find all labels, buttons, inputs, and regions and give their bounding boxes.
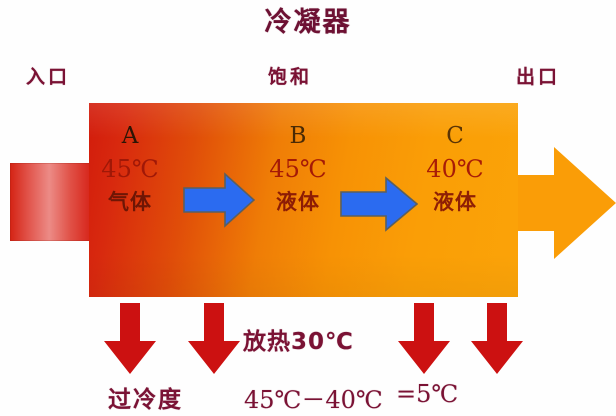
- outlet-label: 出口: [516, 66, 561, 88]
- stage-a-phase: 气体: [108, 190, 152, 214]
- stage-c-letter: C: [446, 123, 464, 149]
- stage-a: A 45℃ 气体: [82, 125, 178, 213]
- heat-arrow-down-icon-1: [103, 303, 157, 375]
- stage-b: B 45℃ 液体: [250, 125, 346, 213]
- condenser-body: [89, 103, 518, 297]
- stage-a-letter: A: [121, 123, 139, 149]
- stage-b-letter: B: [289, 123, 307, 149]
- heat-arrow-down-icon-3: [397, 303, 451, 375]
- subcooling-label: 过冷度: [108, 387, 183, 413]
- saturated-label: 饱和: [268, 66, 313, 88]
- page-title: 冷凝器: [264, 7, 352, 38]
- stage-c: C 40℃ 液体: [407, 125, 503, 213]
- stage-b-temperature: 45℃: [269, 155, 327, 183]
- heat-arrow-down-icon-4: [470, 303, 524, 375]
- inlet-pipe: [10, 163, 92, 241]
- stage-c-temperature: 40℃: [426, 155, 484, 183]
- stage-c-phase: 液体: [433, 190, 477, 214]
- heat-arrow-down-icon-2: [187, 303, 241, 375]
- flow-arrow-right-icon-2: [340, 176, 419, 232]
- inlet-label: 入口: [26, 66, 71, 88]
- subcooling-result: =5℃: [396, 380, 459, 408]
- outlet-arrow-icon: [496, 143, 616, 263]
- flow-arrow-right-icon-1: [183, 172, 256, 228]
- stage-a-temperature: 45℃: [101, 155, 159, 183]
- heat-release-label: 放热30℃: [243, 329, 354, 355]
- stage-b-phase: 液体: [276, 190, 320, 214]
- subcooling-calculation: 45℃－40℃: [244, 386, 383, 414]
